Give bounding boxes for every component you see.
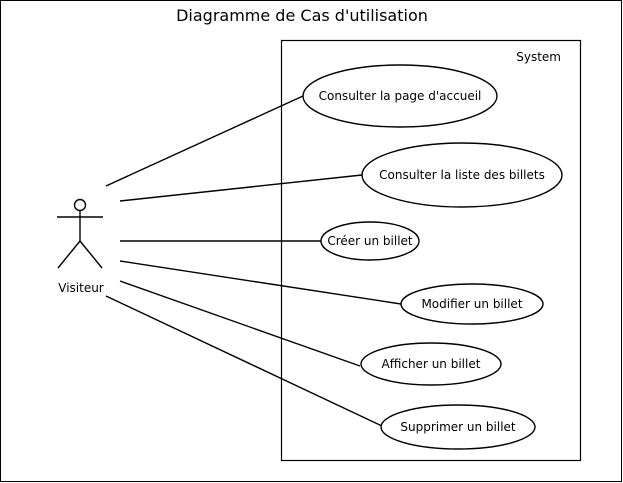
association-uc6: [105, 295, 383, 427]
use-case-creer-billet: Créer un billet: [320, 221, 420, 261]
use-case-label: Afficher un billet: [382, 357, 481, 371]
use-case-ellipse: [320, 221, 420, 261]
use-case-consulter-liste-billets: Consulter la liste des billets: [361, 142, 563, 208]
association-uc5: [119, 280, 361, 367]
use-case-consulter-page-accueil: Consulter la page d'accueil: [302, 64, 498, 128]
use-case-ellipse: [302, 64, 498, 128]
system-label: System: [516, 50, 561, 64]
actor-left-leg: [57, 240, 81, 269]
actor-right-leg: [79, 240, 103, 269]
use-case-afficher-billet: Afficher un billet: [360, 342, 502, 386]
use-case-label: Consulter la page d'accueil: [319, 89, 482, 103]
association-uc4: [119, 260, 402, 305]
use-case-label: Modifier un billet: [421, 297, 522, 311]
use-case-ellipse: [400, 283, 544, 325]
use-case-label: Créer un billet: [327, 234, 413, 248]
system-boundary: [280, 39, 582, 462]
actor-visiteur: [57, 198, 103, 269]
actor-head: [73, 198, 87, 212]
actor-name: Visiteur: [58, 281, 104, 295]
association-uc2: [119, 174, 363, 202]
associations: [105, 95, 402, 427]
use-case-modifier-billet: Modifier un billet: [400, 283, 544, 325]
use-case-supprimer-billet: Supprimer un billet: [380, 404, 536, 450]
use-case-ellipse: [360, 342, 502, 386]
use-case-label: Supprimer un billet: [400, 420, 516, 434]
diagram-title: Diagramme de Cas d'utilisation: [176, 6, 428, 25]
use-case-ellipse: [361, 142, 563, 208]
association-uc1: [105, 95, 304, 187]
use-case-ellipse: [380, 404, 536, 450]
use-case-label: Consulter la liste des billets: [379, 168, 545, 182]
